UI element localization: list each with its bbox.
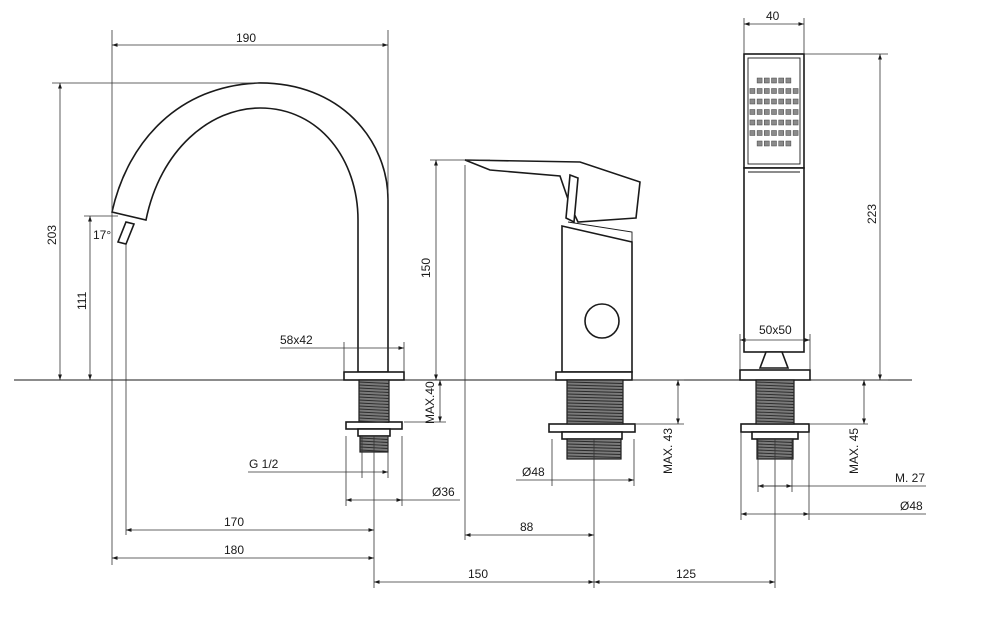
- dim-spout-reach-180: 180: [224, 543, 244, 557]
- nozzle: [778, 119, 784, 126]
- dim-mixer-hole: Ø48: [522, 465, 545, 479]
- mixer: [464, 159, 641, 440]
- nozzle: [785, 119, 792, 126]
- dim-spout-reach-170: 170: [224, 515, 244, 529]
- nozzle: [778, 98, 784, 105]
- nozzle: [771, 88, 777, 94]
- dim-mixer-height: 150: [419, 258, 433, 278]
- shower-head-face: [747, 57, 801, 165]
- nozzle: [778, 130, 784, 136]
- mixer-lever: [464, 159, 641, 223]
- shower-washer: [751, 431, 799, 440]
- nozzle: [771, 98, 777, 105]
- dim-deck-max-40: MAX.40: [423, 381, 437, 424]
- nozzle: [778, 88, 784, 94]
- nozzle: [771, 119, 777, 126]
- shower-base: [739, 369, 811, 381]
- dim-spout-hole: Ø36: [432, 485, 455, 499]
- dim-spout-thread: G 1/2: [249, 457, 279, 471]
- hand-shower: [739, 53, 811, 440]
- nozzle: [764, 119, 770, 126]
- nozzle: [756, 88, 763, 94]
- dim-shower-hole: Ø48: [900, 499, 923, 513]
- nozzle: [778, 140, 784, 147]
- shower-nozzles: [749, 77, 799, 147]
- shower-handle: [743, 167, 805, 353]
- nozzle: [756, 77, 763, 84]
- spout-washer: [357, 428, 391, 437]
- dim-spout-base: 58x42: [280, 333, 313, 347]
- nozzle: [771, 109, 777, 115]
- shower-nut: [740, 423, 810, 433]
- mixer-nut: [548, 423, 636, 433]
- nozzle: [764, 77, 770, 84]
- nozzle: [756, 130, 763, 136]
- shower-thread-upper: [755, 379, 795, 425]
- nozzle: [792, 109, 799, 115]
- spout-nut: [345, 421, 403, 430]
- dim-spout-width: 190: [236, 31, 256, 45]
- nozzle: [749, 98, 756, 105]
- nozzle: [771, 77, 777, 84]
- dim-deck-max-45: MAX. 45: [847, 428, 861, 474]
- nozzle: [785, 109, 792, 115]
- mixer-base: [555, 371, 633, 381]
- nozzle: [785, 88, 792, 94]
- nozzle: [785, 77, 792, 84]
- nozzle: [764, 130, 770, 136]
- spout-body: [111, 82, 389, 373]
- nozzle: [792, 130, 799, 136]
- mixer-thread-upper: [566, 379, 624, 425]
- spout: [111, 82, 405, 437]
- nozzle: [792, 88, 799, 94]
- nozzle: [749, 119, 756, 126]
- nozzle: [764, 109, 770, 115]
- nozzle: [749, 130, 756, 136]
- threaded-shanks: [358, 379, 795, 460]
- dim-outlet-angle: 17°: [93, 228, 111, 242]
- nozzle: [771, 140, 777, 147]
- mixer-body-top: [567, 221, 633, 242]
- nozzle: [756, 140, 763, 147]
- dimension-lines: [52, 18, 926, 588]
- nozzle: [778, 77, 784, 84]
- dim-outlet-height: 111: [75, 291, 89, 310]
- dim-spout-height: 203: [45, 225, 59, 245]
- nozzle: [749, 88, 756, 94]
- dim-shower-height: 223: [865, 204, 879, 224]
- dim-spacing-125: 125: [676, 567, 696, 581]
- shower-collar: [758, 351, 790, 369]
- nozzle: [771, 130, 777, 136]
- mixer-washer: [561, 431, 623, 440]
- mixer-lever-joint: [565, 173, 579, 224]
- spout-outlet: [116, 221, 136, 245]
- nozzle: [764, 98, 770, 105]
- nozzle: [764, 140, 770, 147]
- dim-spacing-150: 150: [468, 567, 488, 581]
- dim-lever-offset: 88: [520, 520, 534, 534]
- dim-shower-thread: M. 27: [895, 471, 925, 485]
- nozzle: [756, 109, 763, 115]
- nozzle: [792, 98, 799, 105]
- nozzle: [764, 88, 770, 94]
- dim-shower-base: 50x50: [759, 323, 792, 337]
- nozzle: [749, 109, 756, 115]
- mixer-body: [561, 224, 633, 373]
- mixer-indicator: [584, 303, 620, 339]
- nozzle: [778, 109, 784, 115]
- nozzle: [756, 98, 763, 105]
- nozzle: [785, 140, 792, 147]
- spout-thread-upper: [358, 379, 390, 423]
- nozzle: [785, 98, 792, 105]
- dimension-labels: 190 203 111 17° 58x42 MAX.40 G 1/2 Ø36 1…: [45, 9, 925, 581]
- dim-deck-max-43: MAX. 43: [661, 428, 675, 474]
- nozzle: [792, 119, 799, 126]
- spout-base: [343, 371, 405, 381]
- dim-shower-width: 40: [766, 9, 780, 23]
- nozzle: [785, 130, 792, 136]
- nozzle: [756, 119, 763, 126]
